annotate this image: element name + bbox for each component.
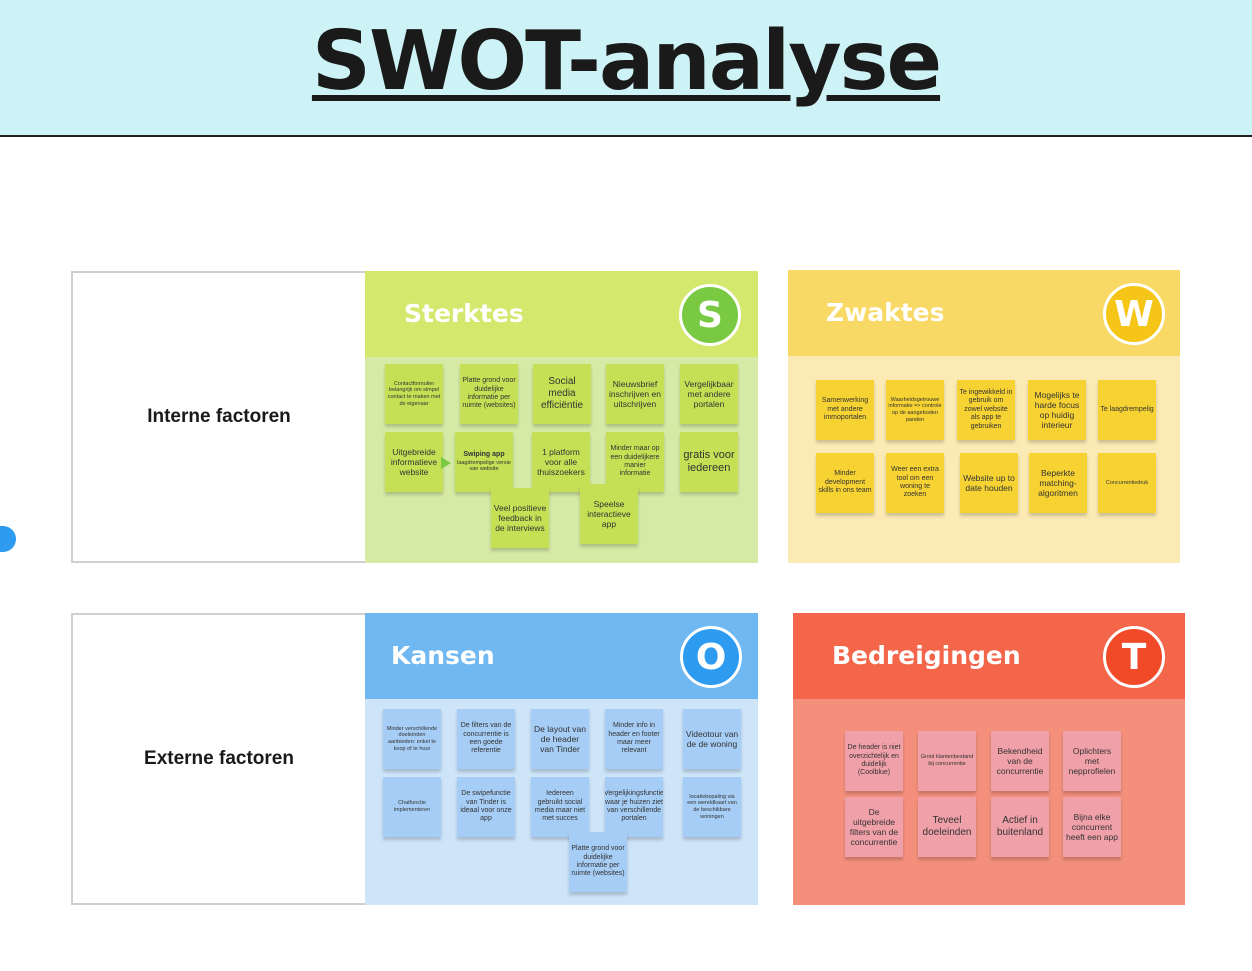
- sticky-note[interactable]: Oplichters met nepprofielen: [1063, 731, 1121, 791]
- sticky-note-heading: Swiping app: [463, 451, 505, 459]
- threats-title: Bedreigingen: [832, 641, 1021, 670]
- sticky-note[interactable]: Actief in buitenland: [991, 797, 1049, 857]
- sticky-note[interactable]: Platte grond voor duidelijke informatie …: [460, 364, 518, 424]
- sticky-note[interactable]: Beperkte matching-algoritmen: [1029, 453, 1087, 513]
- sticky-note[interactable]: De uitgebreide filters van de concurrent…: [845, 797, 903, 857]
- sticky-note[interactable]: locatiebepaling via een wereldkaart van …: [683, 777, 741, 837]
- sticky-note[interactable]: Te ingewikkeld in gebruik om zowel websi…: [957, 380, 1015, 440]
- page-title: SWOT-analyse: [311, 14, 942, 109]
- strengths-title: Sterktes: [404, 299, 524, 328]
- sticky-note-body: laagdrempelige versie van website: [457, 459, 511, 473]
- row-label-extern: Externe factoren: [71, 613, 367, 905]
- sticky-note[interactable]: Groot klantenbestand bij concurrentie: [918, 731, 976, 791]
- opportunities-title: Kansen: [391, 641, 495, 670]
- sticky-note-swiping-app[interactable]: Swiping app laagdrempelige versie van we…: [455, 432, 513, 492]
- header-banner: SWOT-analyse: [0, 0, 1252, 137]
- sticky-note[interactable]: Bijna elke concurrent heeft een app: [1063, 797, 1121, 857]
- sticky-note[interactable]: 1 platform voor alle thuiszoekers: [532, 432, 590, 492]
- sticky-note[interactable]: Minder verschillende doeleinden aanbiede…: [383, 709, 441, 769]
- row-label-intern-text: Interne factoren: [147, 406, 291, 427]
- quadrant-strengths: Sterktes S Contactformulier belangrijk o…: [365, 271, 758, 563]
- panel-toggle-handle[interactable]: [0, 526, 16, 552]
- sticky-note[interactable]: Mogelijks te harde focus op huidig inter…: [1028, 380, 1086, 440]
- connector-arrow: [441, 457, 451, 469]
- sticky-note[interactable]: Uitgebreide informatieve website: [385, 432, 443, 492]
- quadrant-weaknesses: Zwaktes W Samenwerking met andere immopo…: [788, 270, 1180, 563]
- weaknesses-title: Zwaktes: [826, 298, 945, 327]
- sticky-note[interactable]: Platte grond voor duidelijke informatie …: [569, 832, 627, 892]
- sticky-note[interactable]: Te laagdrempelig: [1098, 380, 1156, 440]
- sticky-note[interactable]: gratis voor iedereen: [680, 432, 738, 492]
- sticky-note[interactable]: De header is niet overzichtelijk en duid…: [845, 731, 903, 791]
- sticky-note[interactable]: Chatfunctie implementeren: [383, 777, 441, 837]
- weaknesses-badge: W: [1103, 283, 1165, 345]
- sticky-note[interactable]: De layout van de header van Tinder: [531, 709, 589, 769]
- sticky-note[interactable]: Social media efficiëntie: [533, 364, 591, 424]
- sticky-note[interactable]: Vergelijkingsfunctie waar je huizen ziet…: [605, 777, 663, 837]
- row-label-extern-text: Externe factoren: [144, 748, 294, 769]
- sticky-note[interactable]: Concurrentiedruk: [1098, 453, 1156, 513]
- opportunities-badge: O: [680, 626, 742, 688]
- row-label-intern: Interne factoren: [71, 271, 367, 563]
- quadrant-opportunities: Kansen O Minder verschillende doeleinden…: [365, 613, 758, 905]
- strengths-badge: S: [679, 284, 741, 346]
- sticky-note[interactable]: Videotour van de de woning: [683, 709, 741, 769]
- threats-badge: T: [1103, 626, 1165, 688]
- sticky-note[interactable]: Iedereen gebruikt social media maar niet…: [531, 777, 589, 837]
- sticky-note[interactable]: Teveel doeleinden: [918, 797, 976, 857]
- sticky-note[interactable]: De swipefunctie van Tinder is ideaal voo…: [457, 777, 515, 837]
- quadrant-threats: Bedreigingen T De header is niet overzic…: [793, 613, 1185, 905]
- sticky-note[interactable]: Minder development skills in ons team: [816, 453, 874, 513]
- sticky-note[interactable]: Contactformulier belangrijk om simpel co…: [385, 364, 443, 424]
- sticky-note[interactable]: Bekendheid van de concurrentie: [991, 731, 1049, 791]
- sticky-note[interactable]: Speelse interactieve app: [580, 484, 638, 544]
- sticky-note[interactable]: Vergelijkbaar met andere portalen: [680, 364, 738, 424]
- sticky-note[interactable]: Waarheidsgetrouwe informatie => controle…: [886, 380, 944, 440]
- sticky-note[interactable]: De filters van de concurrentie is een go…: [457, 709, 515, 769]
- sticky-note[interactable]: Weer een extra tool om een woning te zoe…: [886, 453, 944, 513]
- sticky-note[interactable]: Veel positieve feedback in de interviews: [491, 488, 549, 548]
- sticky-note[interactable]: Minder maar op een duidelijkere manier i…: [606, 432, 664, 492]
- sticky-note[interactable]: Samenwerking met andere immoportalen: [816, 380, 874, 440]
- sticky-note[interactable]: Nieuwsbrief inschrijven en uitschrijven: [606, 364, 664, 424]
- sticky-note[interactable]: Minder info in header en footer maar mee…: [605, 709, 663, 769]
- sticky-note[interactable]: Website up to date houden: [960, 453, 1018, 513]
